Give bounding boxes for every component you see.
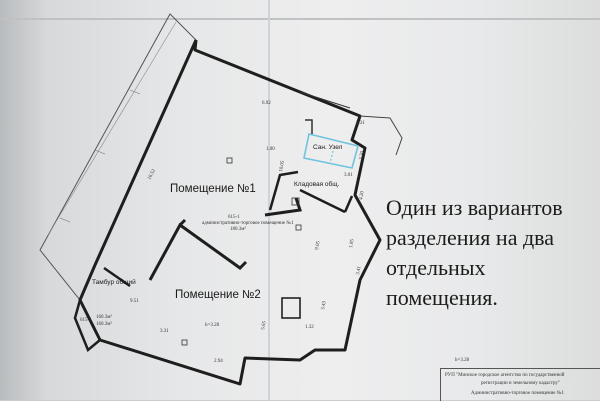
- partition-wall: [268, 170, 299, 211]
- dimension-label: 1.00: [266, 147, 275, 152]
- description-line: Один из вариантов: [386, 195, 563, 220]
- bathroom-label: Сан. Узел: [313, 144, 343, 151]
- description-line: разделения на два: [386, 225, 555, 250]
- dimension-label: 3.20: [359, 150, 366, 160]
- dimension-label: 16.52: [147, 168, 157, 181]
- dimension-label: 3.31: [160, 329, 169, 334]
- wall-segment: [299, 91, 351, 109]
- storage-wall: [343, 195, 354, 213]
- left-area-2: 160.3м²: [96, 321, 112, 327]
- dimension-label: 2.31: [356, 121, 365, 126]
- description-line: отдельных: [386, 255, 486, 280]
- wall-hatch: [129, 89, 141, 95]
- storage-label: Кладовая общ.: [294, 180, 340, 188]
- dimension-label: 9.05: [315, 240, 322, 250]
- room-marker: [295, 224, 302, 231]
- bathroom-wall: [305, 119, 313, 134]
- bathroom-outline: [303, 133, 359, 169]
- dimension-label: 3.43: [321, 300, 328, 310]
- dimension-label: 10.05: [279, 160, 286, 172]
- room-marker: [226, 157, 233, 164]
- ceiling-height: h=3.28: [205, 323, 220, 328]
- description-line: помещения.: [386, 285, 498, 310]
- partition-wall: [264, 197, 302, 217]
- partition-wall: [178, 218, 187, 227]
- dimension-label: 3.41: [356, 265, 363, 275]
- dimension-label: 3.01: [344, 173, 353, 178]
- bathroom-door-swing: [329, 150, 334, 164]
- wall-hatch: [59, 217, 71, 223]
- column: [281, 297, 301, 319]
- room-1-label: Помещение №1: [170, 183, 256, 195]
- dimension-label: 2.94: [214, 359, 223, 364]
- left-area-1: 160.3м²: [96, 314, 112, 320]
- stamp-line: Административно-торговое помещение №1: [471, 391, 564, 396]
- paper-fold-horizontal: [0, 18, 600, 20]
- description-note: Один из вариантов разделения на два отде…: [386, 193, 600, 313]
- scale-note: h=3.28: [455, 358, 470, 363]
- room-marker: [181, 339, 188, 346]
- dimension-label: 1.32: [305, 325, 314, 330]
- wedge-inner-line: [47, 21, 177, 236]
- storage-wall: [299, 188, 346, 214]
- vestibule-wall: [73, 299, 101, 353]
- dimension-label: 1.85: [349, 238, 356, 248]
- left-area-code: 615-1: [80, 318, 92, 323]
- dimension-label: 6.92: [262, 101, 271, 106]
- admin-label-area: 180.3м²: [230, 226, 246, 232]
- dimension-label: 5.65: [261, 320, 268, 330]
- admin-label-name: административно-торговое помещение №1: [202, 220, 294, 226]
- vestibule-wall: [103, 266, 131, 288]
- outer-wall: [78, 39, 382, 386]
- room-marker: [291, 197, 300, 206]
- room-2-label: Помещение №2: [175, 289, 261, 301]
- partition-wall: [148, 222, 248, 281]
- left-wedge-outline: [39, 13, 197, 301]
- vestibule-label: Тамбур общий: [92, 278, 136, 286]
- admin-label-code: 615-1: [228, 215, 240, 220]
- wall-hatch: [94, 149, 106, 155]
- paper-fold-vertical: [268, 0, 270, 400]
- dimension-label: 9.51: [130, 299, 139, 304]
- stamp-line: РУП "Минское городское агентство по госу…: [445, 373, 565, 378]
- outer-wall-ledge: [359, 115, 403, 156]
- title-block-stamp: РУП "Минское городское агентство по госу…: [440, 368, 600, 401]
- dimension-label: 4.20: [359, 190, 366, 200]
- stamp-line: регистрации и земельному кадастру": [481, 381, 560, 386]
